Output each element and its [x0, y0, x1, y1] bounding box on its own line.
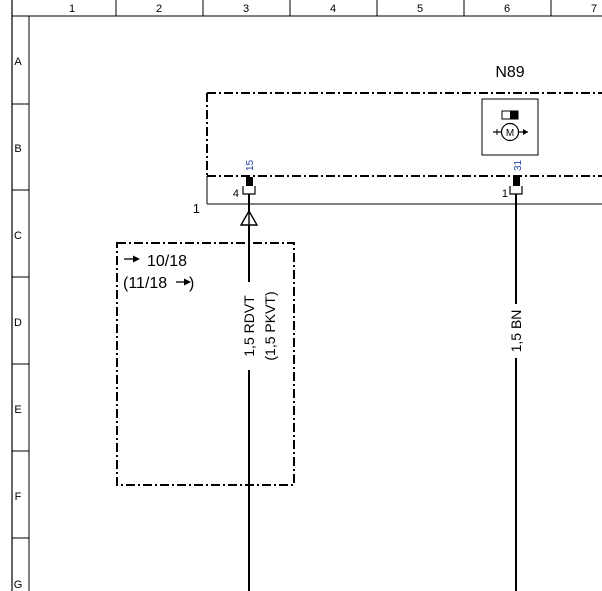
- row-label: F: [15, 491, 22, 503]
- column-label: 2: [156, 3, 162, 15]
- pin-terminal-block: [513, 177, 520, 186]
- pin-terminal-block: [246, 177, 253, 186]
- row-labels: A B C D E F G: [14, 56, 23, 591]
- column-label: 3: [243, 3, 249, 15]
- pin-number-1: 1: [502, 188, 508, 200]
- arrow-right-icon: [124, 255, 140, 263]
- row-ruler: [12, 103, 29, 539]
- variant-box: 10/18 (11/18 ): [116, 242, 295, 486]
- motor-icon: M: [481, 98, 539, 156]
- row-label: D: [14, 317, 22, 329]
- wire-bn: 1,5 BN: [508, 194, 524, 591]
- row-label: A: [14, 56, 22, 68]
- pin-socket: [242, 186, 256, 195]
- pin-socket: [509, 186, 523, 195]
- pin-4: 15 4: [233, 159, 256, 200]
- motor-indicator-fill: [510, 111, 518, 119]
- column-ruler: [115, 0, 552, 16]
- wire-rdvt: 1,5 RDVT (1,5 PKVT): [239, 194, 278, 591]
- terminal-label-31: 31: [513, 159, 524, 171]
- diagram-frame: [11, 0, 602, 591]
- wire-label-rdvt: 1,5 RDVT: [241, 295, 257, 357]
- column-label: 5: [417, 3, 423, 15]
- column-label: 7: [591, 3, 597, 15]
- variant-box-outline: [116, 242, 295, 486]
- row-label: G: [14, 579, 23, 591]
- motor-letter-m: M: [506, 128, 514, 139]
- motor-symbol-frame: [481, 98, 539, 156]
- motor-arrow-right: [523, 129, 528, 135]
- variant-line-2-suffix: ): [189, 275, 194, 292]
- column-label: 6: [504, 3, 510, 15]
- terminal-label-15: 15: [245, 159, 256, 171]
- row-label: C: [14, 230, 22, 242]
- row-label: E: [14, 404, 21, 416]
- column-labels: 1 2 3 4 5 6 7: [69, 3, 597, 15]
- component-label: N89: [495, 64, 524, 81]
- motor-circle: [500, 122, 520, 142]
- wire-label-bn: 1,5 BN: [508, 310, 524, 353]
- variant-line-1: 10/18: [147, 253, 187, 270]
- pin-number-4: 4: [233, 188, 239, 200]
- arrow-right-icon: [176, 278, 191, 286]
- component-boundary: [206, 92, 602, 177]
- pin-1: 31 1: [502, 159, 524, 200]
- variant-line-2-prefix: (11/18: [123, 275, 167, 292]
- row-label: B: [14, 143, 21, 155]
- column-label: 1: [69, 3, 75, 15]
- column-label: 4: [330, 3, 336, 15]
- wire-alt-label-pkvt: (1,5 PKVT): [262, 291, 278, 360]
- connector-label: 1: [193, 201, 200, 216]
